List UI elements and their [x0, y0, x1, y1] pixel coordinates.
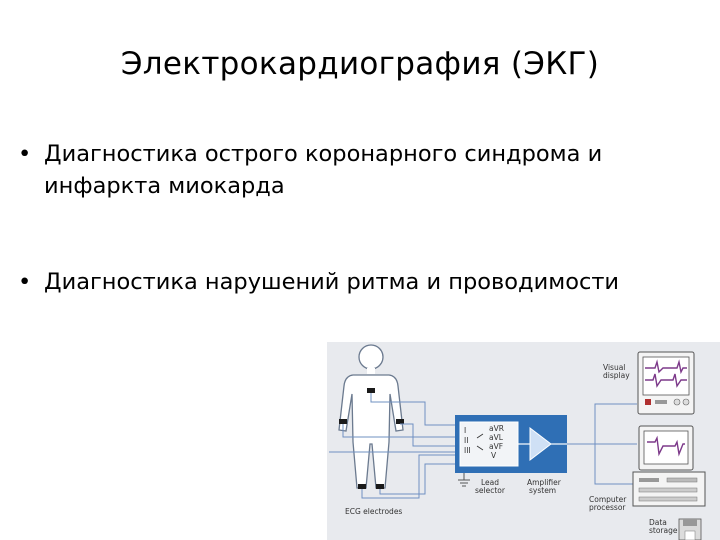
ecg-trace: [647, 435, 685, 457]
lead-ii-label: II: [464, 436, 468, 445]
bullet-marker: •: [18, 269, 32, 295]
amplifier-label: Amplifier: [527, 478, 562, 487]
computer-processor-label: Computer: [589, 495, 627, 504]
ecg-electrodes: [339, 388, 404, 489]
electrode: [396, 419, 404, 424]
bullet-marker: •: [18, 141, 32, 167]
data-storage-label: Data: [649, 518, 667, 527]
computer-processor: [632, 471, 706, 507]
display-screen: [642, 356, 690, 396]
amplifier-label-2: system: [529, 486, 556, 495]
lead-selector-amplifier: I II III aVR aVL aVF V: [455, 415, 567, 473]
data-storage-label-2: storage: [649, 526, 678, 535]
lead-iii-label: III: [464, 446, 471, 455]
lead-avf-label: aVF: [489, 442, 503, 451]
ground-icon: [458, 473, 470, 487]
lead-avr-label: aVR: [489, 424, 504, 433]
computer-monitor: [638, 425, 694, 471]
electrode: [339, 419, 347, 424]
bullet-item: • Диагностика острого коронарного синдро…: [18, 138, 708, 202]
ecg-trace: [645, 359, 687, 375]
electrode: [376, 484, 384, 489]
power-indicator: [645, 399, 651, 405]
slide-title: Электрокардиография (ЭКГ): [120, 46, 600, 82]
ecg-system-diagram: I II III aVR aVL aVF V: [327, 342, 720, 540]
ecg-electrodes-label: ECG electrodes: [345, 507, 402, 516]
ecg-trace: [645, 373, 687, 388]
visual-display-monitor: [637, 351, 695, 415]
bullet-item: • Диагностика нарушений ритма и проводим…: [18, 266, 708, 298]
electrode-wires: [329, 393, 460, 499]
computer-processor-label-2: processor: [589, 503, 626, 512]
electrode: [367, 388, 375, 393]
lead-selector-label-2: selector: [475, 486, 506, 495]
visual-display-label-2: display: [603, 371, 630, 380]
visual-display-label: Visual: [603, 363, 625, 372]
electrode: [358, 484, 366, 489]
output-wires: [567, 403, 637, 485]
human-body-icon: [338, 344, 404, 489]
bullet-text: Диагностика нарушений ритма и проводимос…: [44, 269, 620, 295]
lead-avl-label: aVL: [489, 433, 504, 442]
lead-i-label: I: [464, 426, 466, 435]
bullet-text: Диагностика острого коронарного синдрома…: [44, 141, 603, 199]
lead-selector-label: Lead: [481, 478, 499, 487]
lead-v-label: V: [491, 451, 497, 460]
lead-selector-panel: [459, 421, 519, 467]
data-storage-disk-icon: [678, 518, 702, 540]
